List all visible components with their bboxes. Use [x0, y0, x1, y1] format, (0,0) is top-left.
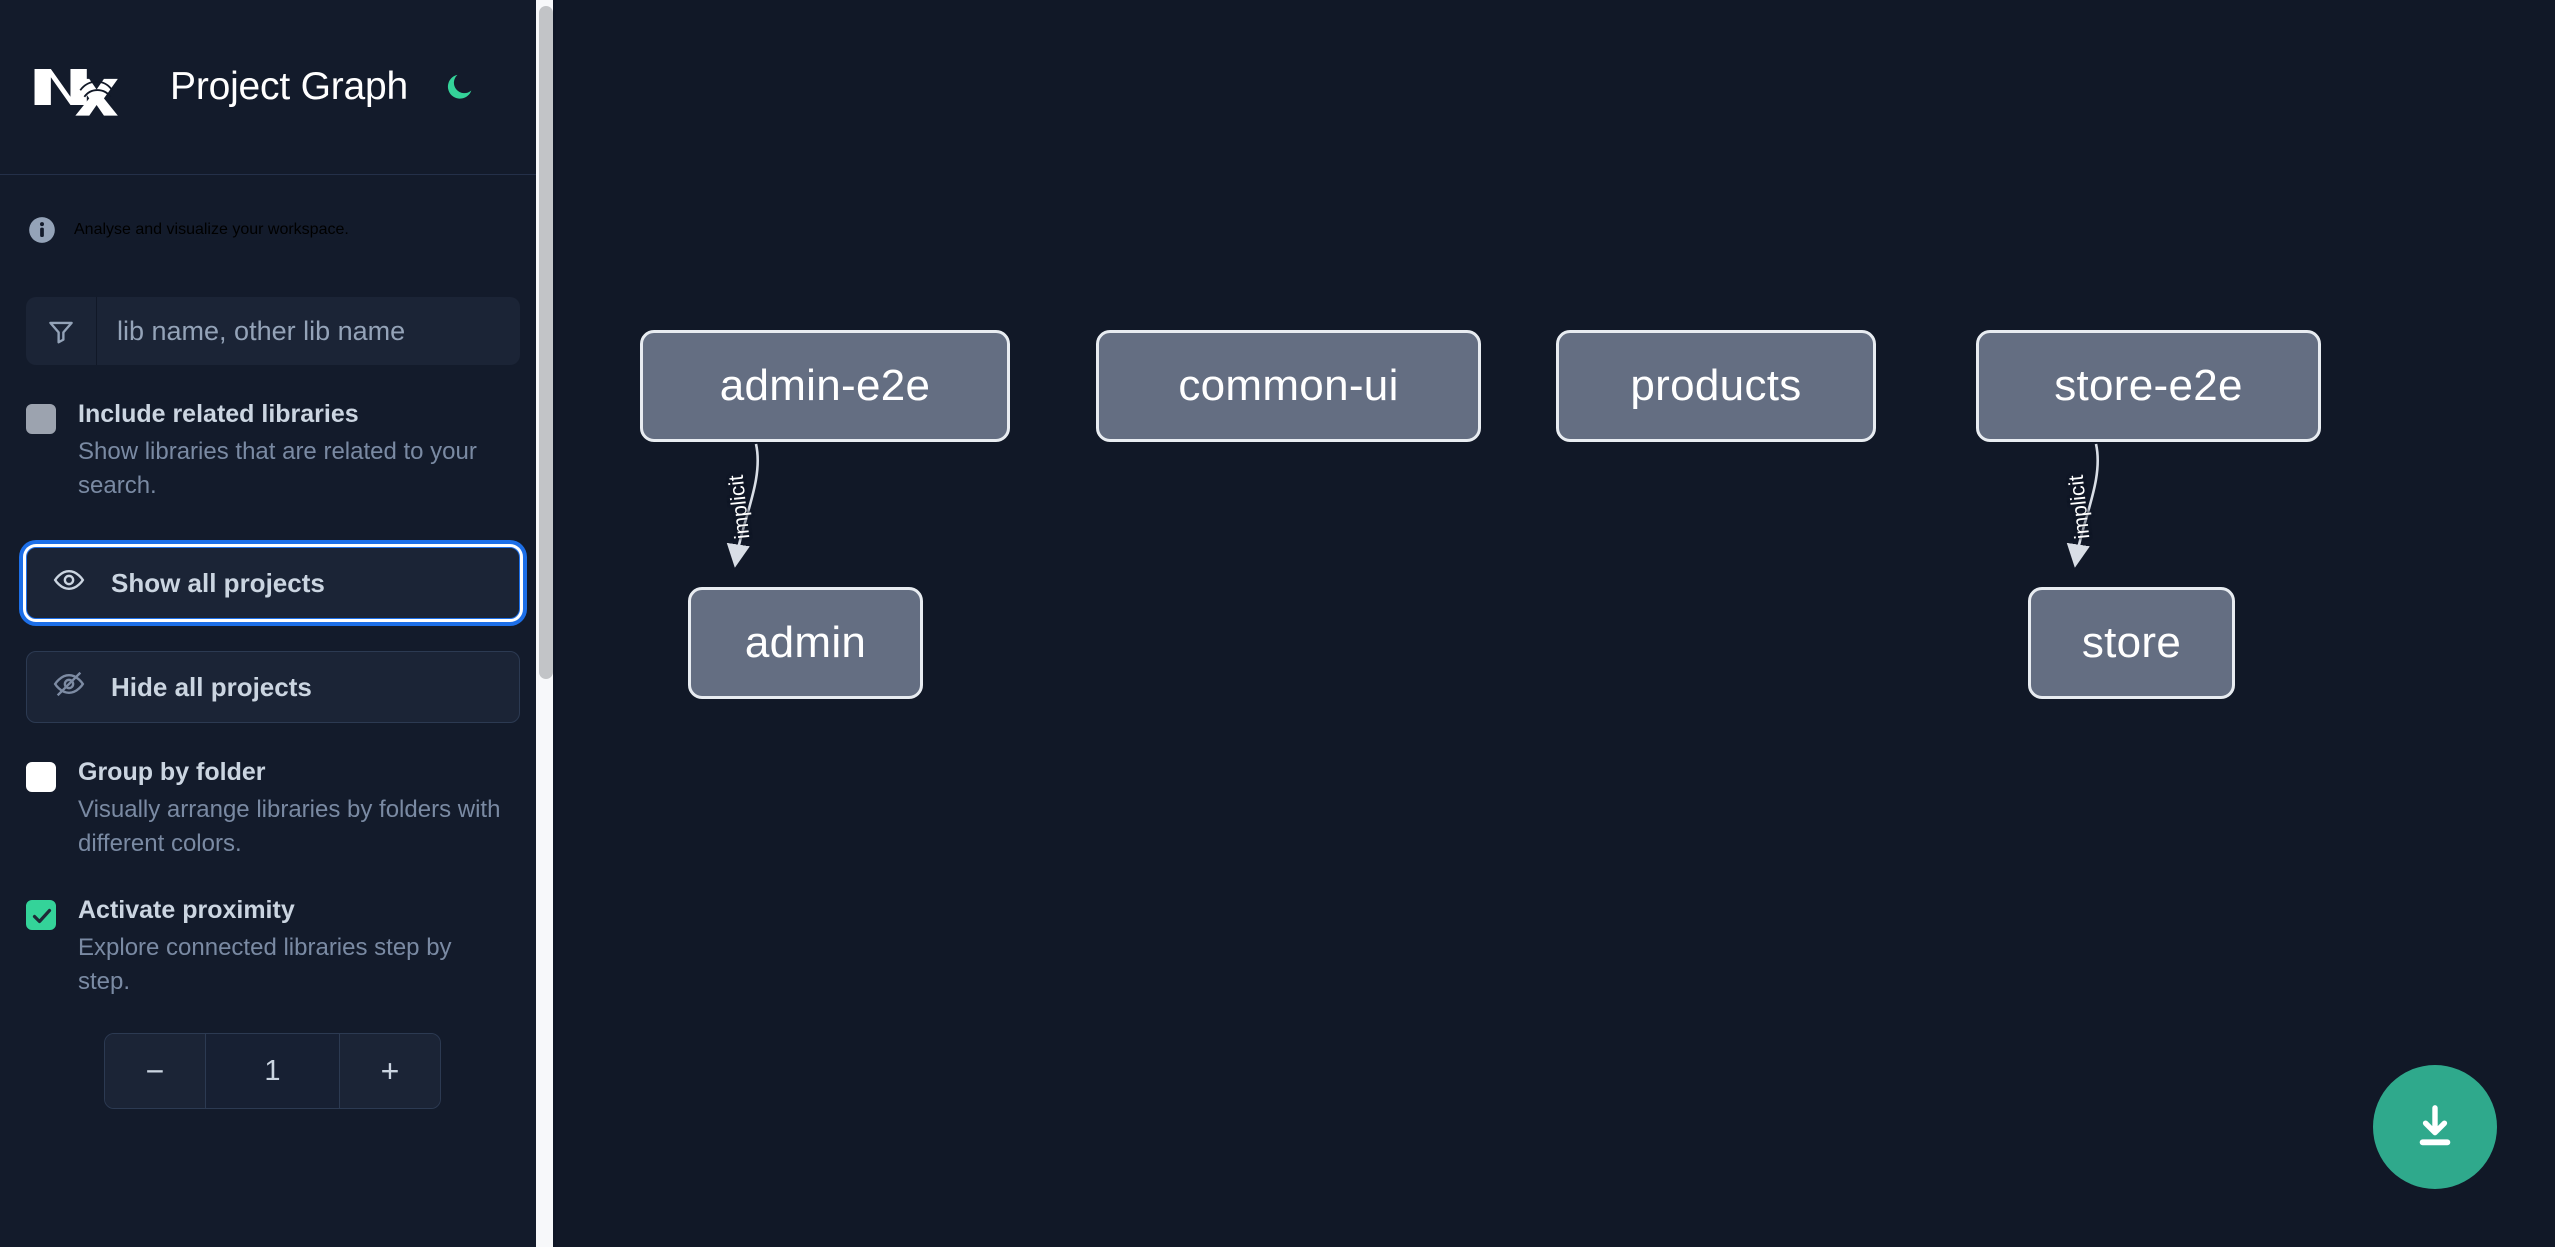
show-all-projects-button[interactable]: Show all projects	[26, 547, 520, 620]
sidebar-info: Analyse and visualize your workspace.	[0, 175, 546, 285]
stepper-decrement-button[interactable]: −	[105, 1034, 206, 1109]
option-description: Explore connected libraries step by step…	[78, 934, 452, 996]
option-label: Group by folder	[78, 758, 266, 787]
sidebar-scrollbar-thumb[interactable]	[539, 6, 553, 679]
page-title: Project Graph	[170, 65, 409, 108]
stepper-increment-button[interactable]: +	[339, 1034, 440, 1109]
graph-node-store-e2e[interactable]: store-e2e	[1976, 330, 2321, 442]
moon-icon[interactable]	[440, 67, 480, 107]
filter-box[interactable]	[26, 297, 520, 365]
nx-logo-icon	[28, 57, 126, 117]
hide-all-projects-button[interactable]: Hide all projects	[26, 651, 520, 724]
sidebar-header: Project Graph	[0, 0, 546, 175]
option-activate-proximity[interactable]: Activate proximity Explore connected lib…	[26, 895, 520, 999]
graph-node-admin[interactable]: admin	[688, 587, 923, 699]
sidebar-scrollbar-track[interactable]	[536, 0, 556, 1247]
search-input[interactable]	[97, 297, 520, 365]
download-image-button[interactable]	[2373, 1065, 2497, 1189]
option-label: Include related libraries	[78, 400, 359, 428]
option-description: Show libraries that are related to your …	[78, 438, 477, 500]
eye-icon	[53, 564, 85, 603]
graph-node-products[interactable]: products	[1556, 330, 1876, 442]
group-by-folder-checkbox[interactable]	[26, 762, 56, 793]
option-include-related-libraries[interactable]: Include related libraries Show libraries…	[26, 399, 520, 503]
show-all-projects-label: Show all projects	[111, 567, 325, 598]
sidebar-edge-divider	[553, 0, 556, 1247]
edge-label-implicit-store: implicit	[2064, 473, 2095, 541]
graph-node-admin-e2e[interactable]: admin-e2e	[640, 330, 1010, 442]
edge-label-implicit-admin: implicit	[724, 473, 755, 541]
funnel-filter-icon	[26, 297, 97, 365]
option-description: Visually arrange libraries by folders wi…	[78, 796, 501, 858]
activate-proximity-checkbox[interactable]	[26, 900, 56, 931]
graph-node-common-ui[interactable]: common-ui	[1096, 330, 1481, 442]
option-group-by-folder[interactable]: Group by folder Visually arrange librari…	[26, 757, 520, 861]
info-circle-icon	[28, 216, 56, 244]
sidebar-body: Include related libraries Show libraries…	[0, 297, 546, 1110]
eye-off-icon	[53, 668, 85, 707]
proximity-stepper[interactable]: − 1 +	[104, 1033, 441, 1110]
sidebar-info-text: Analyse and visualize your workspace.	[74, 221, 349, 238]
project-graph-canvas[interactable]: implicit implicit admin-e2e common-ui pr…	[556, 0, 2555, 1247]
download-icon	[2419, 1105, 2451, 1146]
hide-all-projects-label: Hide all projects	[111, 671, 312, 702]
include-related-libraries-checkbox[interactable]	[26, 404, 56, 434]
check-icon	[32, 909, 52, 924]
sidebar: Project Graph Analyse and visualize your…	[0, 0, 556, 1247]
option-label: Activate proximity	[78, 896, 295, 925]
graph-node-store[interactable]: store	[2028, 587, 2235, 699]
stepper-value: 1	[206, 1034, 339, 1109]
